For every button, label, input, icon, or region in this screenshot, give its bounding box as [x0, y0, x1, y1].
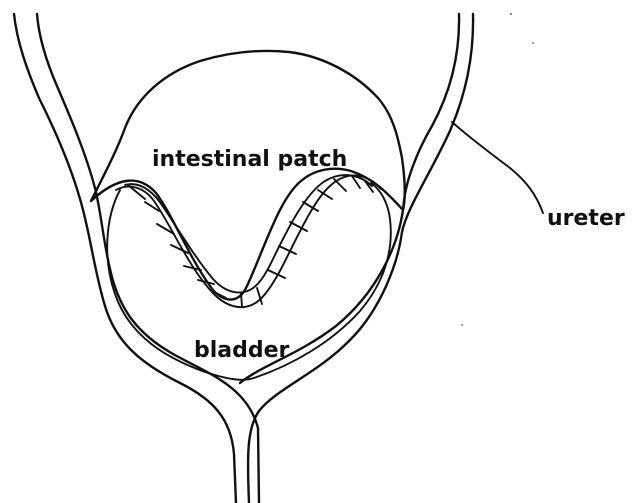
scan-speck	[532, 42, 534, 44]
ureter-pointer-line	[452, 122, 543, 213]
intestinal-patch-label: intestinal patch	[152, 149, 347, 171]
suture-mark	[241, 293, 242, 307]
right-ureter-outer-line	[248, 14, 473, 503]
bladder-label: bladder	[194, 340, 289, 362]
suture-mark	[279, 246, 296, 254]
left-ureter-outer-line	[14, 14, 236, 503]
suture-marks	[128, 176, 373, 307]
scan-speck	[510, 13, 512, 15]
suture-band-inner	[125, 175, 372, 292]
left-ureter-inner-line	[37, 14, 259, 503]
suture-band-outer	[116, 175, 381, 307]
ureter-label: ureter	[547, 208, 625, 230]
suture-mark	[334, 179, 346, 191]
right-ureter-inner-line	[240, 14, 459, 383]
scan-speck	[461, 324, 463, 326]
